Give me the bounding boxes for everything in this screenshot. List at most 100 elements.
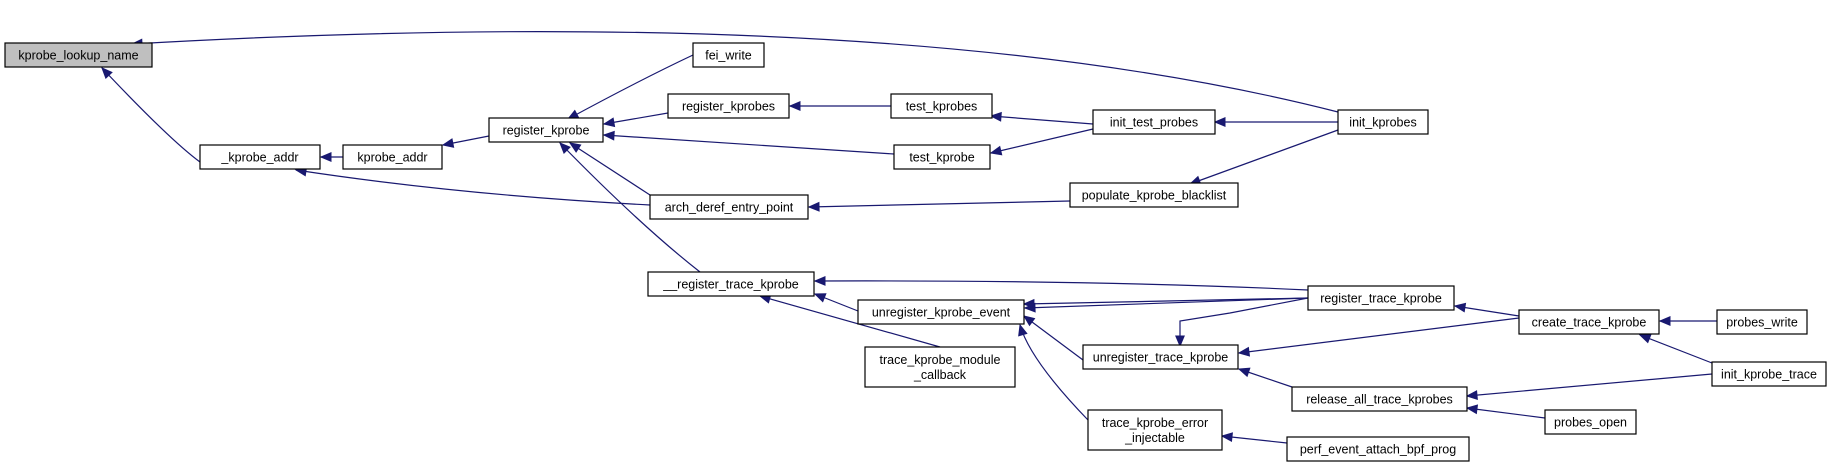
edge-line (1179, 297, 1309, 346)
node-probes-write[interactable]: probes_write (1716, 309, 1808, 335)
node-label: release_all_trace_kprobes (1306, 393, 1453, 407)
edge-arrowhead (1018, 323, 1028, 337)
call-edge (1022, 297, 1309, 309)
node-box (1092, 109, 1216, 135)
node-box (1716, 309, 1808, 335)
edge-line (1466, 373, 1713, 397)
call-edge (294, 166, 651, 206)
node-box (864, 346, 1016, 388)
node-init-kprobe-trace[interactable]: init_kprobe_trace (1711, 361, 1827, 387)
edge-line (1466, 407, 1546, 419)
call-edge (568, 142, 651, 196)
edge-arrowhead (1638, 334, 1652, 344)
edge-line (569, 142, 651, 196)
node-kprobe-addr[interactable]: kprobe_addr (342, 144, 443, 170)
call-edge (1638, 334, 1713, 364)
call-edge (441, 135, 490, 148)
node-label: fei_write (705, 49, 752, 63)
node-box (488, 117, 604, 143)
node-init-kprobes[interactable]: init_kprobes (1337, 109, 1429, 135)
node-register-kprobe[interactable]: register_kprobe (488, 117, 604, 143)
edge-line (1189, 129, 1339, 185)
edge-arrowhead (989, 111, 1002, 122)
node-unregister-kprobe-event[interactable]: unregister_kprobe_event (857, 299, 1025, 325)
node-label: init_kprobe_trace (1721, 368, 1817, 382)
call-edge (788, 101, 891, 111)
node-label: init_kprobes (1349, 116, 1416, 130)
edge-arrowhead (1237, 346, 1251, 357)
call-edge (1453, 302, 1520, 317)
node-box (692, 42, 765, 68)
edge-arrowhead (788, 101, 801, 111)
node-box (199, 144, 321, 170)
node-label: _kprobe_addr (220, 151, 298, 165)
edge-line (1639, 334, 1713, 364)
node-test-kprobe[interactable]: test_kprobe (893, 144, 991, 170)
call-edge (559, 142, 701, 273)
node-trace-kprobe-module-callback[interactable]: trace_kprobe_module_callback (864, 346, 1016, 388)
node-unregister-trace-kprobe[interactable]: unregister_trace_kprobe (1082, 344, 1239, 370)
node-probes-open[interactable]: probes_open (1544, 409, 1637, 435)
edge-arrowhead (1658, 316, 1671, 326)
call-edge (813, 276, 1309, 291)
edge-line (990, 115, 1094, 125)
node-trace-kprobe-error-injectable[interactable]: trace_kprobe_error_injectable (1087, 409, 1223, 451)
edge-line (1023, 315, 1084, 361)
node-label: probes_write (1726, 316, 1798, 330)
node-kprobe-addr[interactable]: _kprobe_addr (199, 144, 321, 170)
call-graph-nodes: kprobe_lookup_name _kprobe_addr kprobe_add… (4, 42, 1827, 462)
node-box (1711, 361, 1827, 387)
node-label: register_trace_kprobe (1320, 292, 1442, 306)
node-box (1307, 285, 1455, 311)
node-register-trace-kprobe[interactable]: register_trace_kprobe (1307, 285, 1455, 311)
edge-arrowhead (813, 276, 826, 286)
node-box (1518, 309, 1660, 335)
edge-arrowhead (1465, 390, 1478, 400)
call-edge (989, 111, 1094, 125)
node-label: trace_kprobe_module (880, 353, 1001, 367)
node-arch-deref-entry-point[interactable]: arch_deref_entry_point (649, 194, 809, 220)
node-box (890, 93, 993, 119)
node-release-all-trace-kprobes[interactable]: release_all_trace_kprobes (1291, 386, 1468, 412)
edge-line (101, 67, 201, 163)
call-edge (1237, 367, 1293, 388)
edge-arrowhead (1022, 298, 1035, 309)
node-box (893, 144, 991, 170)
node-register-kprobes[interactable]: register_kprobes (667, 93, 790, 119)
node-box (1286, 436, 1470, 462)
node-label: create_trace_kprobe (1532, 316, 1647, 330)
node-create-trace-kprobe[interactable]: create_trace_kprobe (1518, 309, 1660, 335)
node-label: probes_open (1554, 416, 1627, 430)
node-box (342, 144, 443, 170)
node-label: _injectable (1124, 431, 1185, 445)
node-box (4, 42, 153, 68)
edge-arrowhead (813, 293, 827, 303)
edge-arrowhead (989, 145, 1003, 156)
node-box (857, 299, 1025, 325)
node-label: unregister_trace_kprobe (1093, 351, 1229, 365)
edge-arrowhead (559, 142, 571, 154)
call-edge (1018, 323, 1089, 421)
edge-arrowhead (602, 117, 616, 128)
call-edge (1220, 432, 1288, 444)
node-perf-event-attach-bpf-prog[interactable]: perf_event_attach_bpf_prog (1286, 436, 1470, 462)
node-kprobe-lookup-name[interactable]: kprobe_lookup_name (4, 42, 153, 68)
edge-line (1238, 317, 1520, 354)
edge-line (1454, 305, 1520, 317)
node-init-test-probes[interactable]: init_test_probes (1092, 109, 1216, 135)
call-edge (1175, 297, 1309, 348)
call-edge (1213, 117, 1338, 127)
edge-line (1024, 297, 1309, 309)
call-edge (101, 67, 201, 163)
call-edge (1465, 373, 1713, 400)
node-label: _callback (913, 368, 967, 382)
node-populate-kprobe-blacklist[interactable]: populate_kprobe_blacklist (1069, 182, 1239, 208)
node-fei-write[interactable]: fei_write (692, 42, 765, 68)
node-label: register_kprobes (682, 100, 775, 114)
node-test-kprobes[interactable]: test_kprobes (890, 93, 993, 119)
call-edge (1022, 315, 1084, 361)
node-register-trace-kprobe[interactable]: __register_trace_kprobe (647, 271, 815, 297)
edge-line (1023, 297, 1309, 305)
edge-arrowhead (441, 138, 455, 148)
